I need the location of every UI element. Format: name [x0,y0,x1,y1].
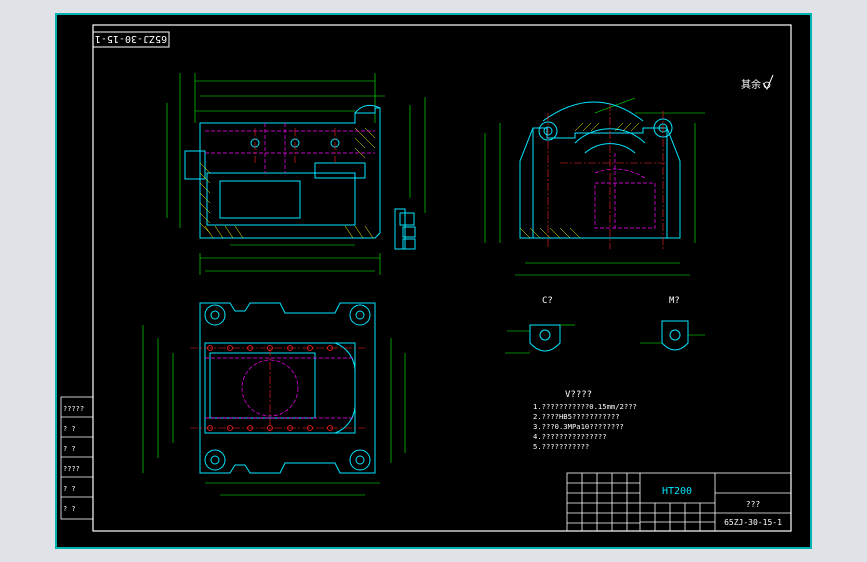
front-view [166,73,426,275]
note-line-5: 5.??????????? [533,442,589,451]
title-block-part-name: ??? [746,500,761,509]
front-view-dimensions [166,73,426,275]
roughness-note: 其余 [741,74,774,91]
title-block-material: HT200 [662,486,692,497]
top-view-outline [199,302,376,474]
code-stamp-text: 65ZJ-30-15-1 [95,33,167,44]
technical-notes: V???? 1.???????????0.15mm/2??? 2.????HB5… [533,390,637,451]
viewport-border [55,13,812,549]
stamp-row-3: ? ? [63,445,76,453]
side-view-outline [519,101,681,239]
side-view-dimensions [484,97,705,276]
section-m-label: M? [669,296,680,306]
note-line-4: 4.??????????????? [533,432,607,441]
note-line-3: 3.???0.3MPa10???????? [533,422,624,431]
stamp-row-4: ???? [63,465,80,473]
section-c-label: C? [542,296,553,306]
section-c: C? [505,296,575,354]
front-view-outline [184,104,416,250]
top-view-bolt-holes [207,345,333,431]
top-view [142,302,406,496]
notes-title: V???? [565,390,592,400]
code-stamp: 65ZJ-30-15-1 [92,31,170,48]
stamp-row-5: ? ? [63,485,76,493]
title-block-drawing-number: 65ZJ-30-15-1 [724,518,782,527]
drawing-canvas[interactable]: 65ZJ-30-15-1 其余 [55,13,812,549]
top-view-dimensions [142,325,406,496]
roughness-note-text: 其余 [741,78,761,91]
left-stamp-table: ????? ? ? ? ? ???? ? ? ? ? [60,396,94,520]
top-view-hidden [205,357,355,419]
front-view-centerlines [254,128,336,163]
stamp-row-6: ? ? [63,505,76,513]
note-line-2: 2.????HB5??????????? [533,412,620,421]
title-block: HT200 ??? 65ZJ-30-15-1 [566,472,792,532]
drawing-frame [92,24,792,532]
stamp-row-2: ? ? [63,425,76,433]
stamp-row-1: ????? [63,405,84,413]
side-view-hatch [519,122,640,239]
side-view [484,97,705,276]
side-view-centerlines [547,103,665,249]
note-line-1: 1.???????????0.15mm/2??? [533,402,637,411]
section-m: M? [640,296,705,351]
side-view-hidden [594,153,656,229]
top-view-centerlines [190,347,365,433]
front-view-hatch [199,127,376,239]
front-view-hidden [205,123,375,173]
